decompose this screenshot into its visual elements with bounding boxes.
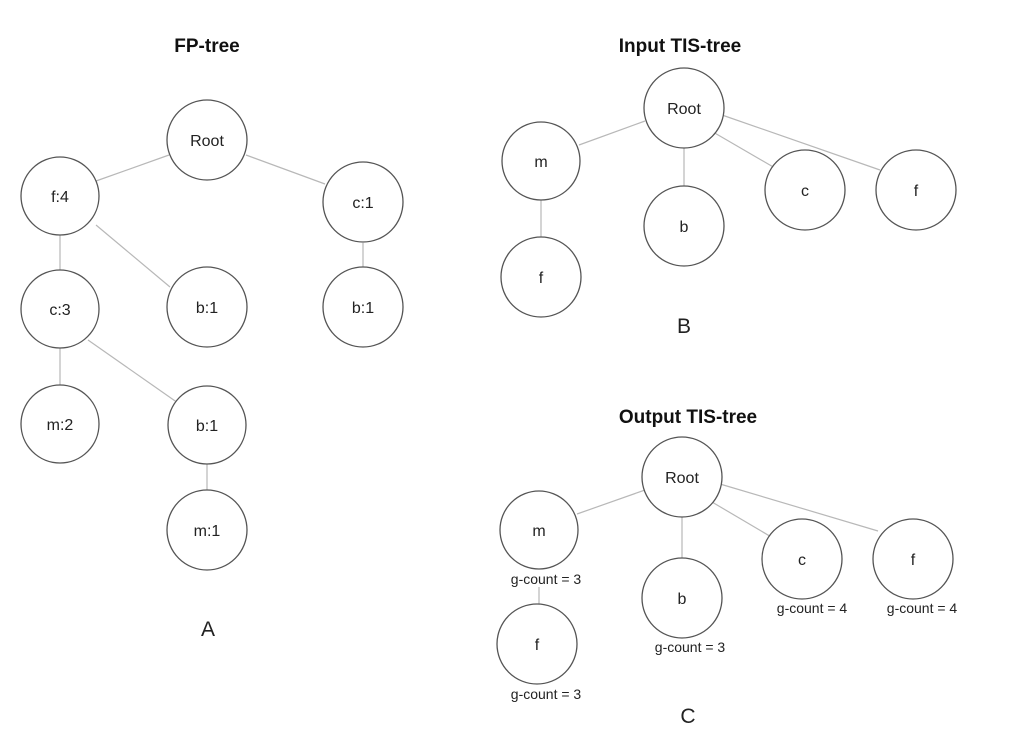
b-node-b: b [643, 185, 725, 267]
node-f4-label: f:4 [51, 189, 69, 206]
fp-tree-title: FP-tree [174, 36, 239, 57]
node-f4: f:4 [20, 156, 100, 236]
node-c1: c:1 [322, 161, 404, 243]
c-node-root-circle [641, 436, 723, 518]
node-c1-circle [322, 161, 404, 243]
b-node-b-circle [643, 185, 725, 267]
c-node-f-circle [872, 518, 954, 600]
node-b1-right-circle [322, 266, 404, 348]
c-node-f-child-label: f [535, 637, 540, 654]
c-node-m-circle [499, 490, 579, 570]
c-node-m: m [499, 490, 579, 570]
c-node-root-label: Root [665, 470, 699, 487]
node-b1-right-label: b:1 [352, 300, 374, 317]
node-root-label: Root [190, 133, 224, 150]
edge-b-root-c [712, 131, 776, 169]
node-b1-left-label: b:1 [196, 300, 218, 317]
panel-b-letter: B [677, 315, 691, 338]
node-m1-label: m:1 [194, 523, 221, 540]
edge-f4-b1 [95, 224, 171, 288]
c-node-f-child-gcount: g-count = 3 [511, 686, 582, 702]
node-b1-left: b:1 [166, 266, 248, 348]
b-node-m-label: m [534, 154, 547, 171]
c-node-b: b [641, 557, 723, 639]
b-node-b-label: b [680, 219, 689, 236]
b-node-f-child: f [500, 236, 582, 318]
c-node-b-gcount: g-count = 3 [655, 639, 726, 655]
c-node-f-label: f [911, 552, 916, 569]
edge-c-root-m [576, 489, 646, 515]
b-node-m-circle [501, 121, 581, 201]
edge-b-root-m [578, 120, 646, 146]
c-node-m-gcount: g-count = 3 [511, 571, 582, 587]
c-node-c-gcount: g-count = 4 [777, 600, 848, 616]
node-m2: m:2 [20, 384, 100, 464]
node-m1-circle [166, 489, 248, 571]
node-c3-circle [20, 269, 100, 349]
b-node-m: m [501, 121, 581, 201]
c-node-b-circle [641, 557, 723, 639]
c-node-b-label: b [678, 591, 687, 608]
c-node-f-gcount: g-count = 4 [887, 600, 958, 616]
b-node-root: Root [643, 67, 725, 149]
node-root: Root [166, 99, 248, 181]
b-node-f: f [875, 149, 957, 231]
node-f4-circle [20, 156, 100, 236]
c-node-c-label: c [798, 552, 806, 569]
c-node-m-label: m [532, 523, 545, 540]
b-node-c-circle [764, 149, 846, 231]
output-tis-tree-title: Output TIS-tree [619, 407, 757, 428]
b-node-c: c [764, 149, 846, 231]
edge-c-root-f [719, 483, 879, 532]
node-m1: m:1 [166, 489, 248, 571]
node-b1-mid-circle [167, 385, 247, 465]
b-node-root-circle [643, 67, 725, 149]
node-m2-label: m:2 [47, 417, 74, 434]
c-node-c-circle [761, 518, 843, 600]
node-b1-mid: b:1 [167, 385, 247, 465]
fp-tree-panel: FP-tree Root f:4 c:1 c:3 b:1 [20, 36, 404, 641]
node-b1-right: b:1 [322, 266, 404, 348]
node-b1-mid-label: b:1 [196, 418, 218, 435]
node-c3: c:3 [20, 269, 100, 349]
input-tis-tree-title: Input TIS-tree [619, 36, 741, 57]
output-tis-tree-panel: Output TIS-tree Root m g-count = 3 b g-c… [496, 407, 958, 728]
c-node-c: c [761, 518, 843, 600]
b-node-c-label: c [801, 183, 809, 200]
node-m2-circle [20, 384, 100, 464]
b-node-root-label: Root [667, 101, 701, 118]
c-node-f: f [872, 518, 954, 600]
node-b1-left-circle [166, 266, 248, 348]
edge-root-f4 [95, 154, 170, 182]
c-node-f-child: f [496, 603, 578, 685]
b-node-f-circle [875, 149, 957, 231]
b-node-f-child-label: f [539, 270, 544, 287]
panel-a-letter: A [201, 618, 215, 641]
edge-b-root-f [721, 114, 881, 171]
node-root-circle [166, 99, 248, 181]
edge-c3-b1 [87, 339, 179, 404]
panel-c-letter: C [680, 705, 695, 728]
c-node-f-child-circle [496, 603, 578, 685]
node-c1-label: c:1 [352, 195, 373, 212]
b-node-f-child-circle [500, 236, 582, 318]
edge-c-root-c [711, 501, 774, 539]
edge-root-c1 [245, 154, 326, 185]
input-tis-tree-panel: Input TIS-tree Root m b c f f [500, 36, 957, 338]
b-node-f-label: f [914, 183, 919, 200]
node-c3-label: c:3 [49, 302, 70, 319]
c-node-root: Root [641, 436, 723, 518]
